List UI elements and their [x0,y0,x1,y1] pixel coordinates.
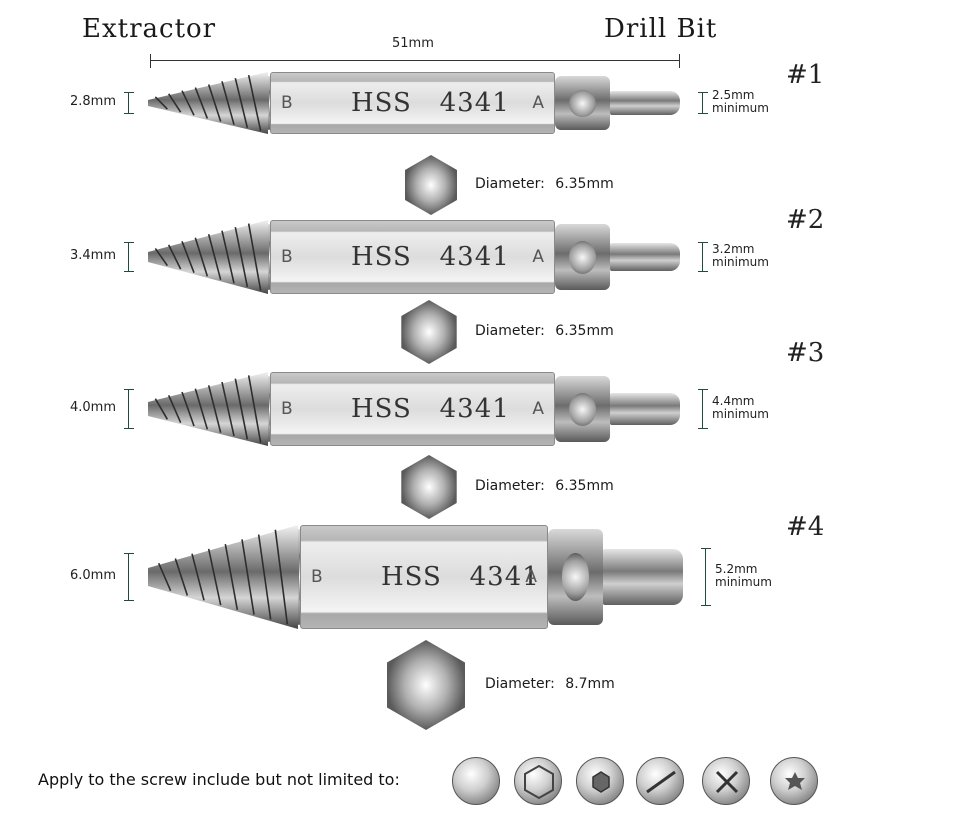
shaft-marking: HSS 4341 [351,394,510,424]
extractor-heading: Extractor [82,14,217,44]
extractor-size-bracket-4 [124,553,134,601]
hex-socket-screw-icon [576,757,624,805]
shaft-marking: HSS 4341 [381,562,540,592]
collar-right-4 [548,529,603,625]
collar-right-2 [555,224,610,290]
diameter-caption: Diameter: [485,676,560,692]
diameter-label-3: Diameter: 6.35mm [475,478,614,494]
extractor-cone-1 [148,72,268,134]
drill-size-value: 3.2mm [712,242,755,256]
extractor-size-label-4: 6.0mm [70,568,117,583]
drill-size-bracket-3 [698,389,708,429]
extractor-size-bracket-3 [124,389,134,429]
diameter-label-2: Diameter: 6.35mm [475,323,614,339]
end-b-label: B [311,567,323,587]
hex-cross-section-icon-2 [401,300,457,364]
drill-tip-1 [610,91,680,115]
bit-number-4: #4 [786,512,825,542]
diameter-label-1: Diameter: 6.35mm [475,176,614,192]
diameter-caption: Diameter: [475,478,550,494]
length-dimension-line [150,54,680,68]
hex-cross-section-icon-3 [401,455,457,519]
collar-right-1 [555,76,610,130]
diameter-caption: Diameter: [475,176,550,192]
drill-size-value: 5.2mm [715,562,758,576]
round-head-screw-icon [452,757,500,805]
extractor-size-label-3: 4.0mm [70,400,117,415]
collar-left-3 [268,376,270,442]
drill-size-bracket-2 [698,242,708,272]
hex-shaft-2: B HSS 4341 A [270,220,555,294]
diameter-caption: Diameter: [475,323,550,339]
diameter-value: 6.35mm [555,176,614,192]
drill-tip-3 [610,393,680,425]
drill-size-bracket-4 [701,548,711,606]
hex-shaft-1: B HSS 4341 A [270,72,555,134]
extractor-size-label-1: 2.8mm [70,94,117,109]
hex-shaft-3: B HSS 4341 A [270,372,555,446]
collar-left-1 [268,76,270,130]
drill-size-note: minimum [712,255,769,269]
shaft-marking: HSS 4341 [351,88,510,118]
length-dimension-label: 51mm [392,36,434,51]
phillips-screw-icon [702,757,750,805]
end-b-label: B [281,399,293,419]
collar-left-4 [298,529,300,625]
extractor-cone-3 [148,372,268,446]
collar-left-2 [268,224,270,290]
end-b-label: B [281,247,293,267]
drill-bit-heading: Drill Bit [604,14,718,44]
end-b-label: B [281,93,293,113]
drill-size-value: 2.5mm [712,88,755,102]
bit-number-3: #3 [786,338,825,368]
drill-tip-2 [610,243,680,271]
bit-number-1: #1 [786,60,825,90]
torx-screw-icon [770,757,818,805]
shaft-marking: HSS 4341 [351,242,510,272]
apply-text: Apply to the screw include but not limit… [38,770,400,789]
slotted-screw-icon [636,757,684,805]
end-a-label: A [532,93,544,113]
drill-size-note: minimum [712,407,769,421]
hex-cross-section-icon-1 [405,155,457,215]
diameter-value: 6.35mm [555,478,614,494]
drill-size-bracket-1 [698,92,708,114]
extractor-cone-2 [148,220,268,294]
bit-number-2: #2 [786,205,825,235]
hex-cross-section-icon-4 [387,640,465,730]
extractor-size-bracket-2 [124,242,134,272]
diameter-value: 8.7mm [565,676,615,692]
hex-head-screw-icon [514,757,562,805]
drill-size-note: minimum [715,575,772,589]
drill-size-note: minimum [712,101,769,115]
drill-tip-4 [603,549,683,605]
diameter-label-4: Diameter: 8.7mm [485,676,615,692]
collar-right-3 [555,376,610,442]
drill-size-value: 4.4mm [712,394,755,408]
end-a-label: A [525,567,537,587]
extractor-cone-4 [148,525,298,629]
end-a-label: A [532,399,544,419]
end-a-label: A [532,247,544,267]
extractor-size-bracket-1 [124,92,134,114]
extractor-size-label-2: 3.4mm [70,248,117,263]
diameter-value: 6.35mm [555,323,614,339]
